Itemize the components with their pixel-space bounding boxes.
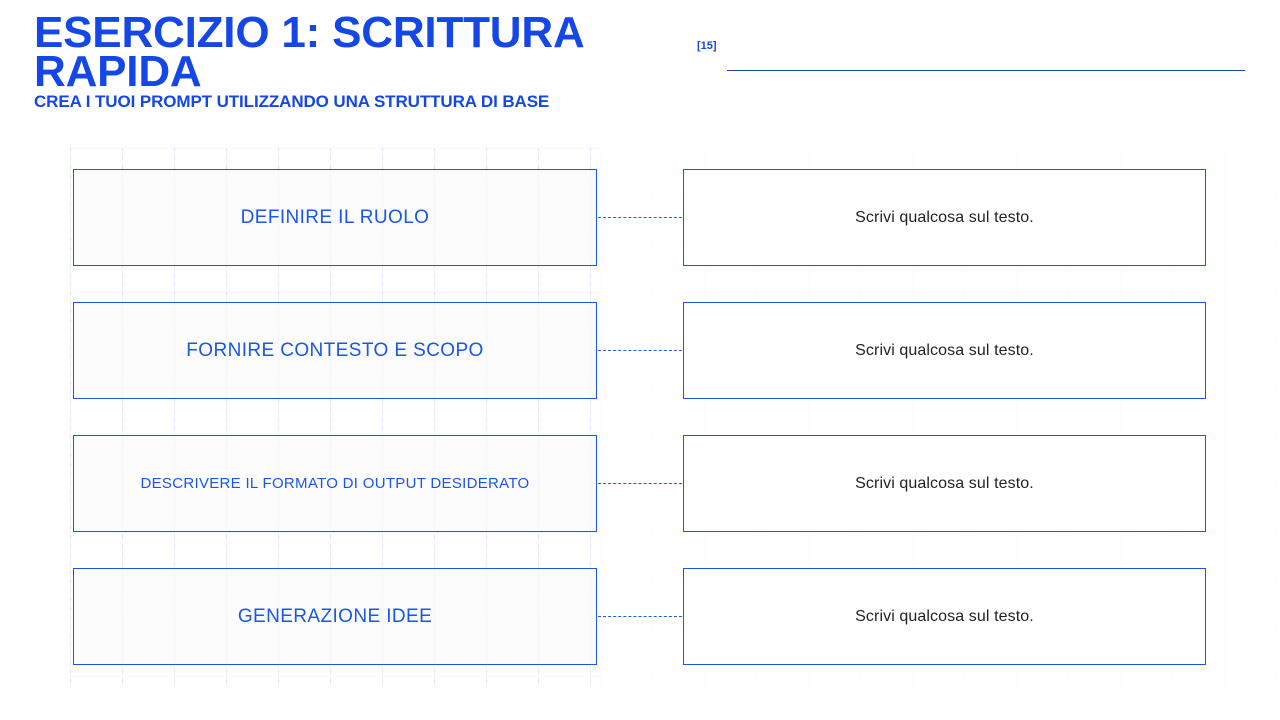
step-card-label: GENERAZIONE IDEE [237, 605, 433, 627]
connector-dashed-3 [598, 483, 682, 484]
connector-dashed-1 [598, 217, 682, 218]
title-block: ESERCIZIO 1: SCRITTURA RAPIDA [34, 8, 734, 96]
step-card-2[interactable]: FORNIRE CONTESTO E SCOPO [73, 302, 597, 399]
step-card-4[interactable]: GENERAZIONE IDEE [73, 568, 597, 665]
connector-dashed-4 [598, 616, 682, 617]
connector-dashed-2 [598, 350, 682, 351]
answer-card-2[interactable]: Scrivi qualcosa sul testo. [683, 302, 1206, 399]
slide-header: ESERCIZIO 1: SCRITTURA RAPIDA [15] CREA … [0, 0, 1280, 140]
title-badge: [15] [697, 40, 717, 52]
step-card-label: DESCRIVERE IL FORMATO DI OUTPUT DESIDERA… [140, 475, 530, 492]
step-card-label: FORNIRE CONTESTO E SCOPO [186, 339, 484, 361]
header-divider-line [727, 70, 1245, 71]
exercise-row: FORNIRE CONTESTO E SCOPO Scrivi qualcosa… [0, 302, 1280, 401]
answer-card-4[interactable]: Scrivi qualcosa sul testo. [683, 568, 1206, 665]
exercise-row: DESCRIVERE IL FORMATO DI OUTPUT DESIDERA… [0, 435, 1280, 534]
step-card-3[interactable]: DESCRIVERE IL FORMATO DI OUTPUT DESIDERA… [73, 435, 597, 532]
page-subtitle: CREA I TUOI PROMPT UTILIZZANDO UNA STRUT… [34, 92, 550, 111]
step-card-label: DEFINIRE IL RUOLO [240, 206, 430, 228]
answer-card-text: Scrivi qualcosa sul testo. [855, 208, 1034, 226]
answer-card-text: Scrivi qualcosa sul testo. [855, 341, 1034, 359]
answer-card-text: Scrivi qualcosa sul testo. [855, 474, 1034, 492]
answer-card-text: Scrivi qualcosa sul testo. [855, 607, 1034, 625]
exercise-row: DEFINIRE IL RUOLO Scrivi qualcosa sul te… [0, 169, 1280, 268]
exercise-row: GENERAZIONE IDEE Scrivi qualcosa sul tes… [0, 568, 1280, 667]
answer-card-3[interactable]: Scrivi qualcosa sul testo. [683, 435, 1206, 532]
page-title: ESERCIZIO 1: SCRITTURA RAPIDA [34, 8, 583, 96]
step-card-1[interactable]: DEFINIRE IL RUOLO [73, 169, 597, 266]
answer-card-1[interactable]: Scrivi qualcosa sul testo. [683, 169, 1206, 266]
